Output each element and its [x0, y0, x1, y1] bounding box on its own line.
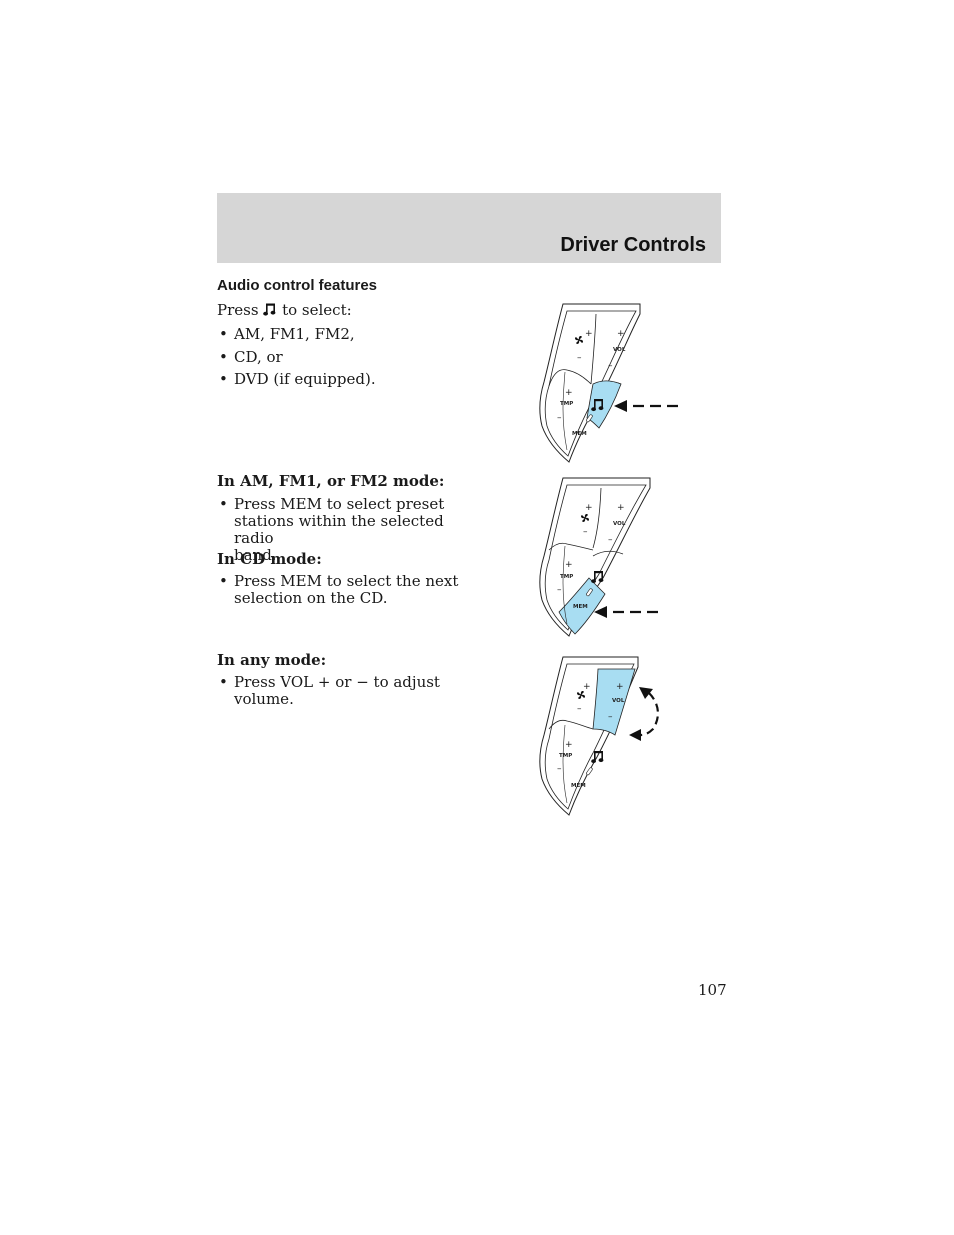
audio-button-highlight [586, 380, 622, 429]
fan-minus-label: – [577, 353, 582, 363]
tmp-label: TMP [560, 401, 573, 407]
tmp-label: TMP [559, 753, 572, 759]
fan-plus-label: + [583, 682, 591, 692]
press-to-select-line: Press to select: [217, 302, 352, 319]
music-note-icon [263, 303, 276, 316]
vol-label: VOL [613, 347, 626, 353]
mem-label: MEM [572, 431, 587, 437]
page-title: Driver Controls [560, 234, 706, 256]
fan-minus-label: – [583, 527, 588, 537]
list-item: • Press VOL + or − to adjust volume. [219, 673, 440, 708]
tmp-minus-label: – [557, 413, 562, 423]
vol-button-highlight [592, 668, 636, 736]
vol-plus-label: + [617, 503, 625, 513]
vol-label: VOL [612, 698, 625, 704]
tmp-plus-label: + [565, 560, 573, 570]
tmp-minus-label: – [557, 764, 562, 774]
list-item: •CD, or [219, 348, 283, 366]
tmp-minus-label: – [557, 585, 562, 595]
vol-minus-label: – [608, 361, 613, 371]
list-item: •AM, FM1, FM2, [219, 325, 355, 343]
mem-label: MEM [573, 604, 588, 610]
radio-mode-heading: In AM, FM1, or FM2 mode: [217, 472, 445, 490]
press-prefix: Press [217, 301, 259, 319]
list-item: • Press MEM to select the next selection… [219, 572, 459, 607]
pointer-arrow-icon [594, 606, 658, 618]
vol-minus-label: – [608, 535, 613, 545]
section-heading: Audio control features [217, 277, 378, 294]
press-suffix: to select: [282, 301, 352, 319]
steering-controls-diagram-mem: + – + VOL – + TMP – MEM [539, 477, 658, 637]
pointer-arrow-icon [614, 400, 678, 412]
any-mode-heading: In any mode: [217, 651, 327, 669]
fan-plus-label: + [585, 329, 593, 339]
page-number: 107 [698, 981, 727, 999]
mem-label: MEM [571, 783, 586, 789]
vol-minus-label: – [608, 712, 613, 722]
steering-controls-diagram-volume: + – + VOL – + TMP – MEM [539, 656, 659, 816]
list-item: • Press MEM to select preset stations wi… [219, 495, 445, 564]
mem-button-highlight [558, 577, 606, 635]
vol-plus-label: + [616, 682, 624, 692]
fan-plus-label: + [585, 503, 593, 513]
header-band: Driver Controls [217, 193, 721, 263]
cd-mode-heading: In CD mode: [217, 550, 322, 568]
vol-label: VOL [613, 521, 626, 527]
tmp-plus-label: + [565, 740, 573, 750]
tmp-plus-label: + [565, 388, 573, 398]
steering-controls-diagram-audio: + – + VOL – + TMP – MEM [539, 303, 678, 463]
vol-plus-label: + [617, 329, 625, 339]
tmp-label: TMP [560, 574, 573, 580]
list-item: •DVD (if equipped). [219, 370, 376, 388]
fan-minus-label: – [577, 704, 582, 714]
curved-arrow-icon [629, 687, 659, 741]
